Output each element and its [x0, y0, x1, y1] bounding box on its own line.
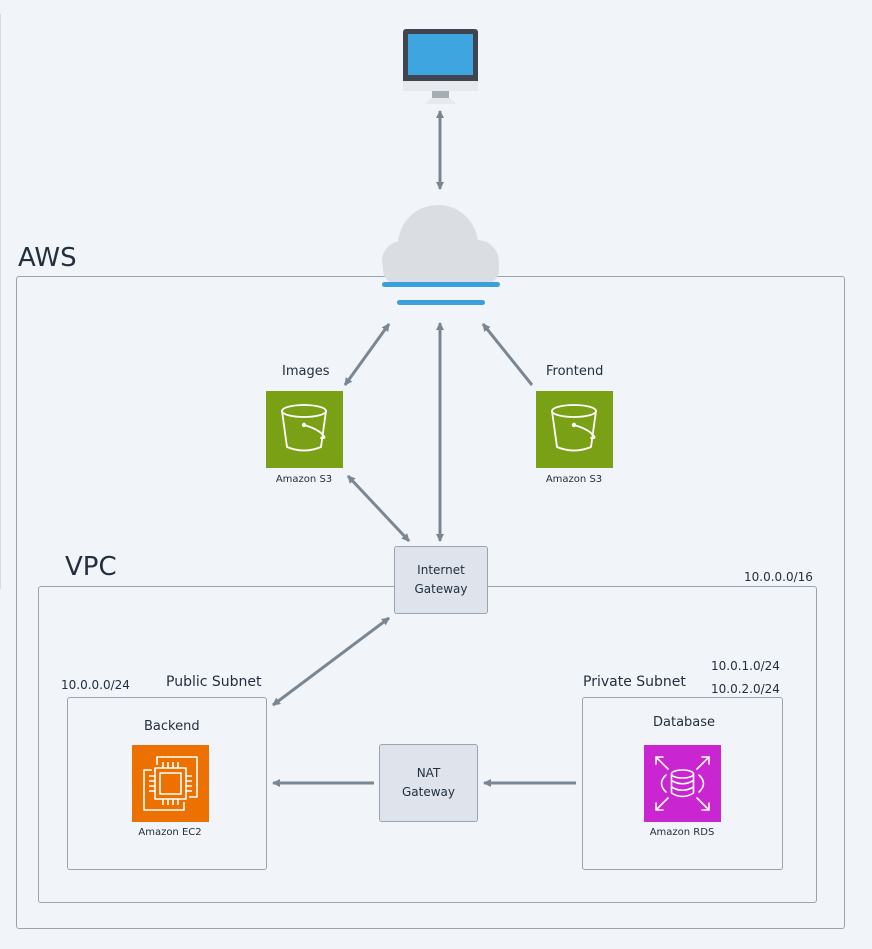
- arrow-cloud-images: [343, 323, 391, 386]
- internet-gateway: Internet Gateway: [394, 546, 488, 614]
- private-subnet-cidr-1: 10.0.1.0/24: [711, 659, 780, 673]
- database-service-caption: Amazon RDS: [649, 827, 715, 838]
- backend-service-caption: Amazon EC2: [138, 827, 202, 838]
- public-subnet-label: Public Subnet: [166, 674, 262, 690]
- cloud-icon: [382, 205, 500, 305]
- arrow-igw-backend: [272, 616, 390, 707]
- nat-gateway-line2: Gateway: [401, 785, 455, 799]
- images-service-caption: Amazon S3: [275, 474, 333, 485]
- rds-database-icon: [644, 745, 721, 822]
- aws-label: AWS: [18, 243, 77, 273]
- frontend-title: Frontend: [546, 364, 604, 379]
- backend-title: Backend: [144, 719, 200, 734]
- public-subnet-cidr: 10.0.0.0/24: [61, 678, 130, 692]
- internet-gateway-line2: Gateway: [414, 582, 468, 596]
- vpc-cidr: 10.0.0.0/16: [744, 570, 813, 584]
- frontend-service-caption: Amazon S3: [545, 474, 603, 485]
- s3-bucket-icon: [536, 391, 613, 468]
- computer-icon: [403, 29, 478, 104]
- arrow-frontend-cloud: [481, 323, 534, 386]
- nat-gateway-line1: NAT: [416, 766, 441, 780]
- private-subnet-cidr-2: 10.0.2.0/24: [711, 682, 780, 696]
- arrow-images-igw: [346, 474, 411, 543]
- vpc-label: VPC: [65, 552, 117, 582]
- private-subnet-box: [582, 697, 783, 870]
- nat-gateway: NAT Gateway: [379, 744, 478, 822]
- images-title: Images: [282, 364, 330, 379]
- ec2-chip-icon: [132, 745, 209, 822]
- internet-gateway-line1: Internet: [417, 563, 465, 577]
- database-title: Database: [653, 715, 716, 730]
- left-edge-divider: [0, 14, 1, 589]
- s3-bucket-icon: [266, 391, 343, 468]
- private-subnet-label: Private Subnet: [583, 674, 686, 690]
- public-subnet-box: [67, 697, 267, 870]
